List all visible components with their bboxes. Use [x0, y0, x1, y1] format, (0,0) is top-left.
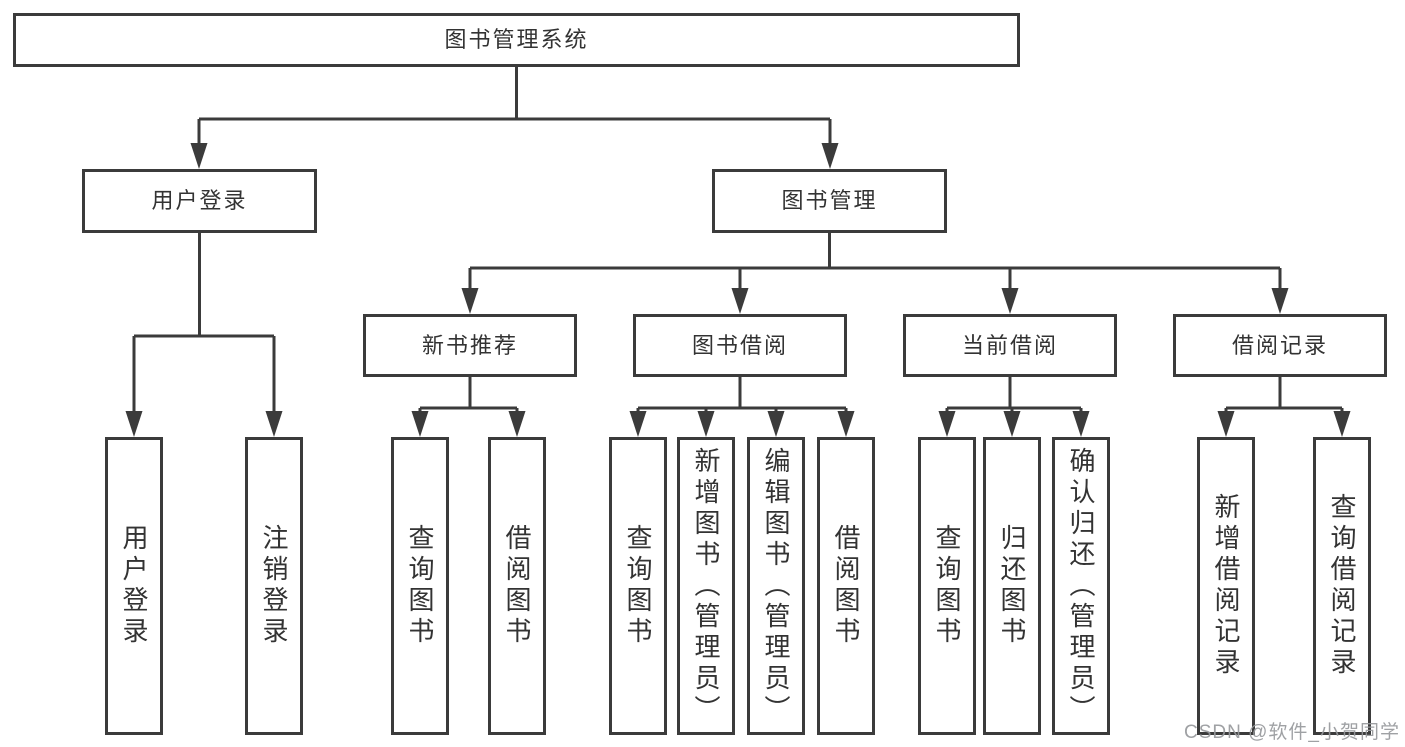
node-label: 用户登录 — [151, 188, 248, 213]
arrowheads — [125, 143, 1351, 437]
node-user-login: 用户登录 — [82, 169, 317, 233]
node-label: 借阅记录 — [1231, 332, 1328, 358]
leaf-edit-books-admin: 编辑图书（管理员） — [747, 437, 805, 735]
leaf-logout: 注销登录 — [245, 437, 303, 735]
node-label: 归还图书 — [997, 524, 1027, 648]
leaf-confirm-return-admin: 确认归还（管理员） — [1052, 437, 1110, 735]
connector-new-book-children — [418, 377, 519, 418]
csdn-watermark: CSDN @软件_小贺同学 — [1184, 722, 1400, 743]
node-label: 用户登录 — [119, 524, 149, 648]
node-label: 编辑图书（管理员） — [761, 446, 791, 726]
node-borrow-records: 借阅记录 — [1173, 314, 1387, 377]
leaf-user-login: 用户登录 — [105, 437, 163, 735]
leaf-borrow-books-recommend: 借阅图书 — [488, 437, 546, 735]
node-label: 确认归还（管理员） — [1066, 446, 1096, 726]
connector-user-login-children — [132, 233, 276, 418]
node-label: 查询图书 — [405, 524, 435, 648]
node-book-borrow: 图书借阅 — [633, 314, 847, 377]
node-label: 当前借阅 — [961, 332, 1058, 358]
node-label: 图书管理系统 — [444, 27, 589, 52]
connector-borrow-records-children — [1224, 377, 1344, 418]
leaf-query-books-current: 查询图书 — [918, 437, 976, 735]
node-current-borrow: 当前借阅 — [903, 314, 1117, 377]
leaf-query-books-borrow: 查询图书 — [609, 437, 667, 735]
node-label: 注销登录 — [259, 524, 289, 648]
leaf-query-books-recommend: 查询图书 — [391, 437, 449, 735]
node-label: 图书借阅 — [691, 332, 788, 358]
node-label: 新增图书（管理员） — [691, 446, 721, 726]
leaf-query-borrow-record: 查询借阅记录 — [1313, 437, 1371, 735]
node-label: 新书推荐 — [421, 332, 518, 358]
node-label: 新增借阅记录 — [1211, 493, 1241, 679]
node-library-management-system: 图书管理系统 — [13, 13, 1020, 67]
leaf-add-books-admin: 新增图书（管理员） — [677, 437, 735, 735]
node-label: 查询图书 — [623, 524, 653, 648]
leaf-return-books: 归还图书 — [983, 437, 1041, 735]
connector-root-to-level2 — [197, 67, 832, 150]
leaf-add-borrow-record: 新增借阅记录 — [1197, 437, 1255, 735]
node-new-book-recommend: 新书推荐 — [363, 314, 577, 377]
node-book-management: 图书管理 — [712, 169, 947, 233]
node-label: 图书管理 — [781, 188, 878, 213]
node-label: 查询图书 — [932, 524, 962, 648]
connector-book-borrow-children — [636, 377, 848, 418]
node-label: 查询借阅记录 — [1327, 493, 1357, 679]
connector-book-management-children — [468, 233, 1282, 295]
node-label: 借阅图书 — [502, 524, 532, 648]
leaf-borrow-books: 借阅图书 — [817, 437, 875, 735]
node-label: 借阅图书 — [831, 524, 861, 648]
